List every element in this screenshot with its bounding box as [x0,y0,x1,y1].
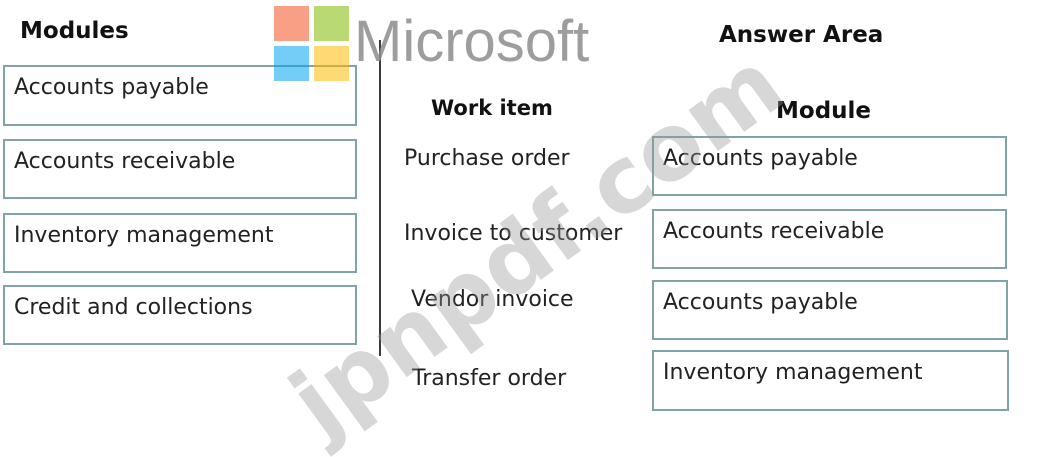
microsoft-logo-text: Microsoft [354,9,590,74]
answer-slot-purchase-order[interactable]: Accounts payable [652,136,1007,196]
answer-slot-invoice-to-customer[interactable]: Accounts receivable [652,209,1007,269]
module-column-header: Module [776,98,872,124]
microsoft-logo-icon [274,6,350,82]
module-option-accounts-receivable[interactable]: Accounts receivable [3,139,357,199]
work-item-column-header: Work item [431,96,553,120]
answer-area-heading: Answer Area [719,22,884,48]
answer-slot-vendor-invoice[interactable]: Accounts payable [652,280,1008,340]
module-option-credit-and-collections[interactable]: Credit and collections [3,285,357,345]
answer-slot-transfer-order[interactable]: Inventory management [652,350,1009,411]
work-item-vendor-invoice: Vendor invoice [411,287,574,312]
modules-heading: Modules [20,18,129,44]
work-item-transfer-order: Transfer order [412,366,567,391]
module-option-inventory-management[interactable]: Inventory management [3,213,357,273]
work-item-purchase-order: Purchase order [404,146,570,171]
work-item-invoice-to-customer: Invoice to customer [404,221,623,246]
column-divider [379,40,381,356]
